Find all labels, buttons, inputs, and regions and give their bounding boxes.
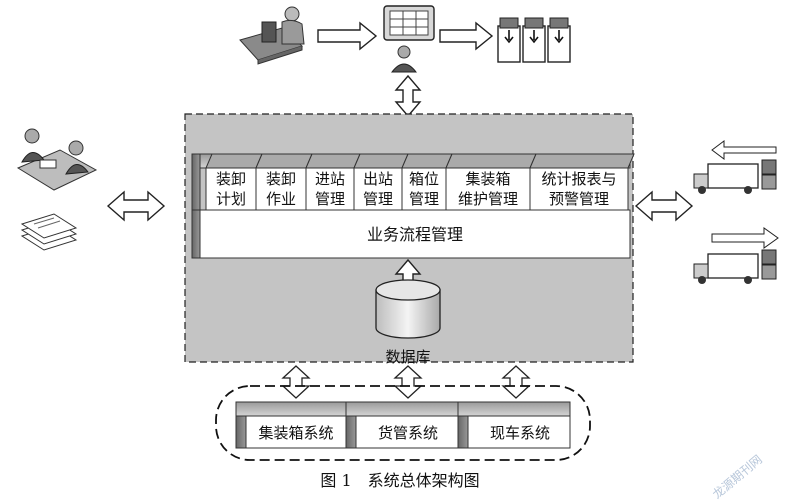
vertical-double-arrow-top-icon	[394, 74, 422, 118]
external-system-current-car: 现车系统	[457, 401, 571, 449]
module-label-line1: 集装箱	[465, 170, 510, 188]
truck-outbound-icon	[693, 227, 779, 284]
vertical-double-arrow-container-icon	[281, 365, 311, 399]
external-system-label: 集装箱系统	[258, 424, 333, 442]
module-block-exit: 出站 管理	[353, 153, 409, 211]
module-label-line1: 装卸	[216, 170, 246, 188]
figure-caption: 图 1 系统总体架构图	[320, 471, 479, 490]
module-block-container-maintenance: 集装箱 维护管理	[445, 153, 537, 211]
external-system-cargo: 货管系统	[345, 401, 459, 449]
module-label-line1: 出站	[363, 170, 393, 188]
module-label-line1: 装卸	[266, 170, 296, 188]
display-terminal-icon	[383, 5, 435, 73]
module-label-line2: 计划	[216, 190, 246, 208]
module-label-line2: 管理	[315, 190, 345, 208]
watermark: 龙源期刊网	[710, 452, 765, 501]
business-process-bar: 业务流程管理	[191, 209, 631, 259]
truck-inbound-icon	[693, 140, 777, 194]
module-block-loading-operation: 装卸 作业	[255, 153, 313, 211]
external-system-label: 货管系统	[378, 424, 438, 442]
external-system-container: 集装箱系统	[235, 401, 347, 449]
module-label-line2: 预警管理	[549, 190, 609, 208]
meeting-people-icon	[16, 128, 98, 191]
module-block-loading-plan: 装卸 计划	[205, 153, 263, 211]
module-block-entry: 进站 管理	[305, 153, 361, 211]
module-label-line1: 统计报表与	[541, 170, 616, 188]
right-arrow-2-icon	[439, 21, 494, 51]
external-systems-frame	[215, 385, 591, 461]
horizontal-double-arrow-left-icon	[106, 190, 166, 222]
business-process-label: 业务流程管理	[367, 225, 463, 244]
bottom-double-arrows	[281, 365, 531, 399]
database-label: 数据库	[385, 348, 430, 366]
database-cylinder-icon	[375, 279, 441, 339]
vertical-double-arrow-cargo-icon	[393, 365, 423, 399]
vertical-double-arrow-car-icon	[501, 365, 531, 399]
containers-icon	[497, 17, 571, 63]
module-label-line2: 作业	[266, 190, 296, 208]
module-label-line2: 维护管理	[458, 190, 518, 208]
right-arrow-1-icon	[317, 21, 378, 51]
operator-desk-icon	[239, 6, 305, 65]
external-system-label: 现车系统	[490, 424, 550, 442]
module-block-statistics-warning: 统计报表与 预警管理	[529, 153, 635, 211]
horizontal-double-arrow-right-icon	[634, 190, 694, 222]
module-row: 装卸 计划 装卸 作业 进站 管理 出站 管理 箱位 管理	[191, 153, 635, 215]
module-label-line1: 箱位	[409, 170, 439, 188]
documents-icon	[20, 213, 78, 251]
module-label-line1: 进站	[315, 170, 345, 188]
module-block-box-position: 箱位 管理	[401, 153, 453, 211]
module-label-line2: 管理	[409, 190, 439, 208]
module-label-line2: 管理	[363, 190, 393, 208]
